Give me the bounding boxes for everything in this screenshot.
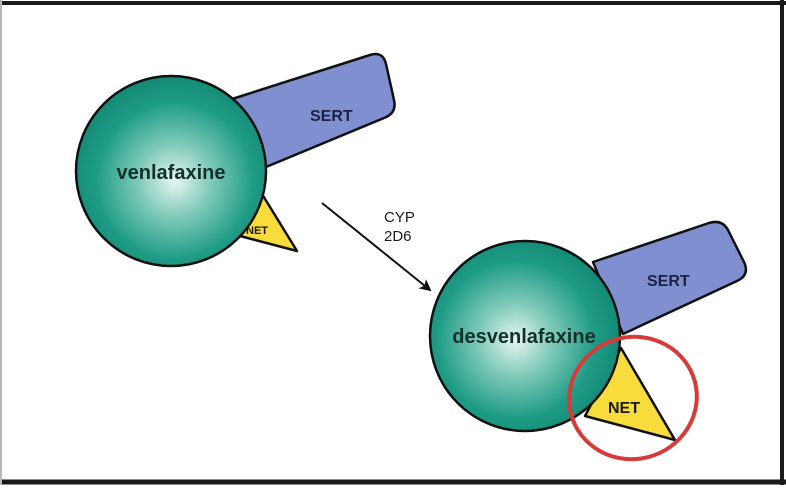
venlafaxine-molecule [74, 74, 268, 268]
net-label-metabolite: NET [608, 400, 640, 417]
sert-label-metabolite: SERT [647, 273, 690, 290]
metabolism-arrow [321, 202, 432, 292]
net-label-parent: NET [246, 225, 268, 237]
sert-label-parent: SERT [310, 108, 353, 125]
sert-transporter-metabolite [591, 220, 748, 336]
net-highlight-ring [567, 334, 699, 462]
parent-group: SERT venlafaxine NET [74, 52, 396, 268]
metabolism-arrow-group: CYP 2D6 [321, 202, 432, 292]
venlafaxine-label: venlafaxine [117, 162, 226, 184]
enzyme-label-line1: CYP [384, 209, 415, 226]
desvenlafaxine-label: desvenlafaxine [452, 326, 595, 348]
sert-transporter-parent [230, 52, 396, 169]
enzyme-label-line2: 2D6 [384, 228, 412, 245]
metabolite-group: SERT desvenlafaxine NET [428, 220, 748, 462]
